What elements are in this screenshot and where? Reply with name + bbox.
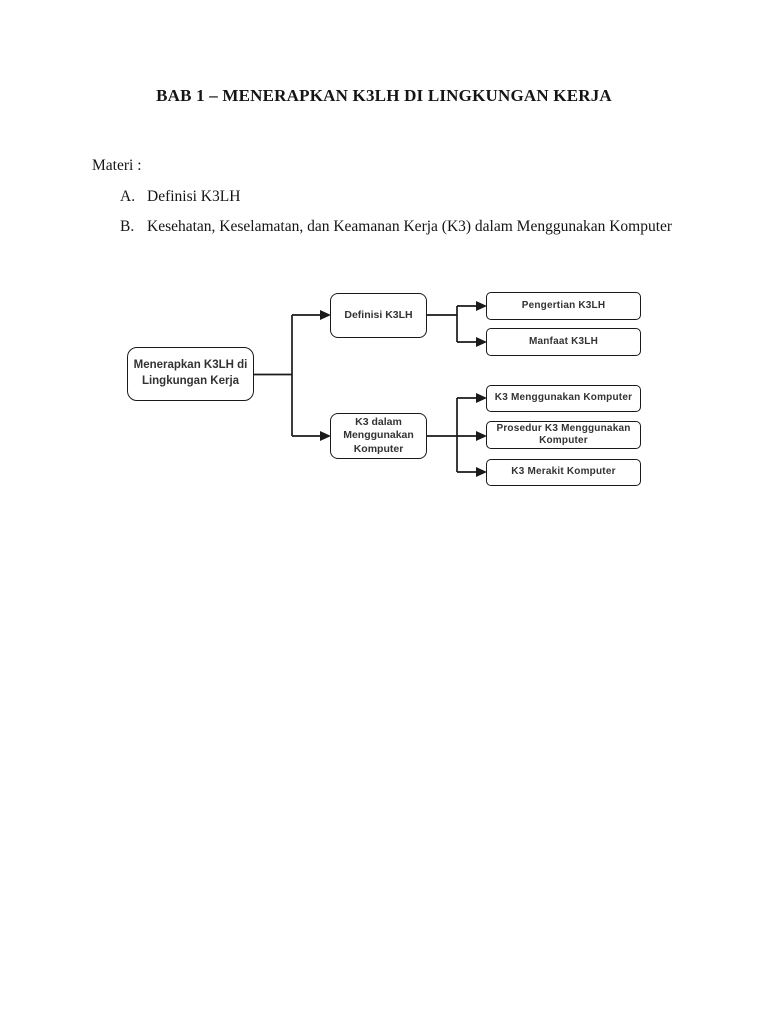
list-item-b-text: Kesehatan, Keselamatan, dan Keamanan Ker… (147, 218, 673, 235)
diagram-node-pengertian-k3lh: Pengertian K3LH (486, 292, 641, 320)
materi-label: Materi : (92, 157, 142, 174)
arrowhead-icon (476, 431, 487, 441)
diagram-node-k3-merakit-komputer: K3 Merakit Komputer (486, 459, 641, 486)
arrowhead-icon (320, 431, 331, 441)
list-item-a: A. Definisi K3LH (120, 188, 700, 206)
page-title: BAB 1 – MENERAPKAN K3LH DI LINGKUNGAN KE… (156, 86, 612, 105)
diagram-node-k3-dalam-menggunakan-komputer: K3 dalam Menggunakan Komputer (330, 413, 427, 459)
list-item-a-marker: A. (120, 188, 136, 205)
diagram-node-prosedur-k3-menggunakan-komputer: Prosedur K3 Menggunakan Komputer (486, 421, 641, 449)
diagram-node-manfaat-k3lh: Manfaat K3LH (486, 328, 641, 356)
list-item-b-marker: B. (120, 218, 135, 235)
list-item-a-text: Definisi K3LH (147, 188, 241, 205)
arrowhead-icon (320, 310, 331, 320)
materi-list: A. Definisi K3LH B. Kesehatan, Keselamat… (120, 188, 700, 248)
arrowhead-icon (476, 301, 487, 311)
arrowhead-icon (476, 467, 487, 477)
arrowhead-icon (476, 337, 487, 347)
diagram-node-k3-menggunakan-komputer: K3 Menggunakan Komputer (486, 385, 641, 412)
diagram-node-root: Menerapkan K3LH di Lingkungan Kerja (127, 347, 254, 401)
arrowhead-icon (476, 393, 487, 403)
list-item-b: B. Kesehatan, Keselamatan, dan Keamanan … (120, 218, 700, 236)
diagram-node-definisi-k3lh: Definisi K3LH (330, 293, 427, 338)
